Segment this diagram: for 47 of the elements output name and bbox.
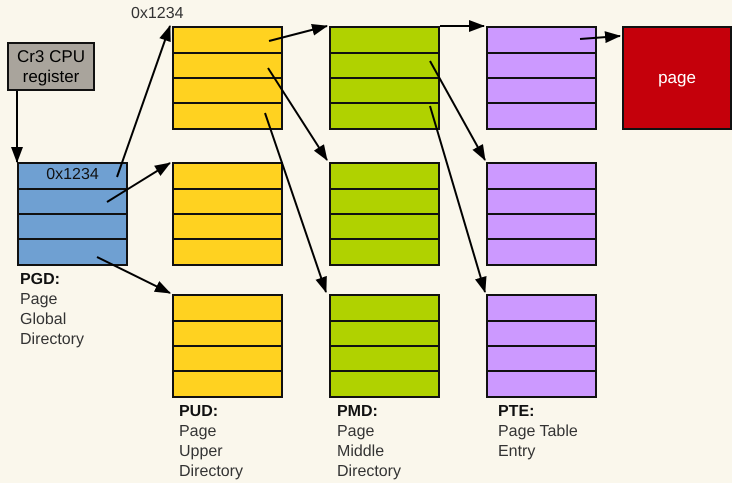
arrow: [96, 256, 171, 294]
table-entry: [488, 53, 595, 78]
arrow: [429, 106, 486, 293]
table-entry: [488, 189, 595, 214]
page-box: page: [622, 26, 732, 130]
table-caption: PMD: Page Middle Directory: [337, 402, 402, 482]
page-table: [172, 26, 283, 130]
arrow: [580, 31, 621, 44]
arrow: [264, 112, 327, 293]
table-entry: [331, 214, 438, 239]
table-caption: PUD: Page Upper Directory: [179, 402, 244, 482]
table-entry: [331, 321, 438, 346]
register-box: Cr3 CPU register: [7, 42, 95, 91]
table-entry: [19, 214, 126, 239]
page-table: [329, 26, 440, 130]
table-entry: [174, 189, 281, 214]
arrow: [429, 60, 486, 161]
table-entry: [488, 214, 595, 239]
table-entry: [19, 189, 126, 214]
table-entry: [174, 53, 281, 78]
table-caption: 0x1234: [131, 4, 184, 24]
arrow: [116, 25, 171, 178]
table-entry: [331, 189, 438, 214]
arrow: [106, 162, 171, 203]
table-entry: [331, 53, 438, 78]
table-entry: [174, 214, 281, 239]
page-table: [486, 26, 597, 130]
table-entry: [174, 321, 281, 346]
table-caption: PGD: Page Global Directory: [20, 270, 86, 350]
table-entry: [488, 321, 595, 346]
arrow: [268, 24, 328, 42]
page-table: [172, 162, 283, 266]
table-entry: [488, 346, 595, 371]
table-entry: [331, 346, 438, 371]
page-table: [329, 294, 440, 398]
page-table: [329, 162, 440, 266]
page-table: [17, 162, 128, 266]
table-entry: [331, 78, 438, 103]
page-table: [486, 294, 597, 398]
table-entry: [174, 346, 281, 371]
page-table: [486, 162, 597, 266]
table-entry: [488, 78, 595, 103]
table-entry: [174, 78, 281, 103]
arrow: [11, 91, 23, 163]
table-caption: PTE: Page Table Entry: [498, 402, 578, 462]
page-table: [172, 294, 283, 398]
arrow: [440, 20, 485, 32]
